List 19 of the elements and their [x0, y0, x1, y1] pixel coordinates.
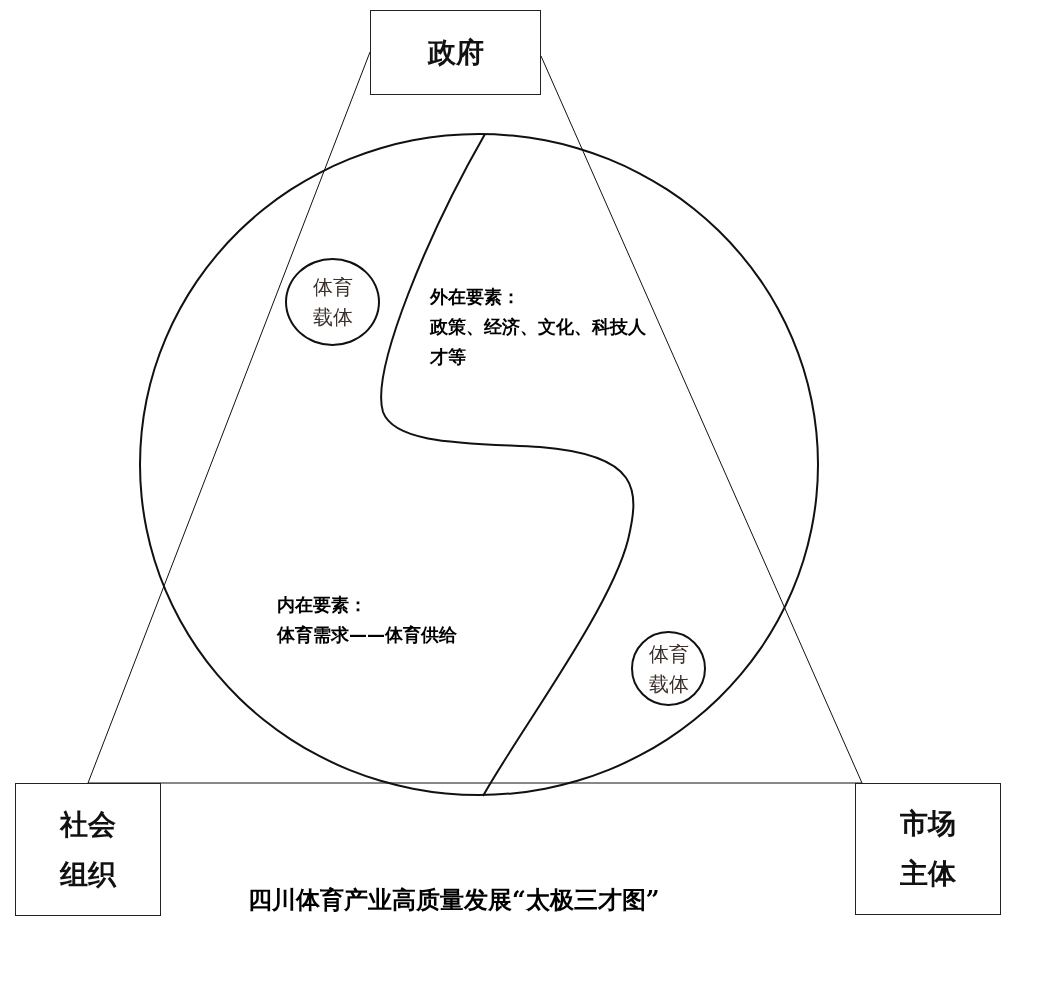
- taiji-circle: [139, 133, 819, 796]
- element-heading: 内在要素：: [277, 593, 368, 617]
- entity-label: 社会组织: [58, 806, 118, 893]
- connector-line: [540, 55, 863, 784]
- connector-line: [87, 51, 371, 784]
- entity-box: [370, 10, 541, 95]
- carrier-circle: [631, 631, 706, 706]
- carrier-circle: [285, 258, 380, 346]
- entity-box: [15, 783, 161, 916]
- carrier-label: 体育载体: [311, 274, 354, 331]
- entity-label: 市场主体: [899, 806, 957, 892]
- connector-line: [87, 782, 863, 784]
- entity-box: [855, 783, 1001, 915]
- element-text: 政策、经济、文化、科技人才等: [430, 315, 647, 369]
- element-heading: 外在要素：: [430, 285, 521, 309]
- carrier-label: 体育载体: [647, 640, 690, 698]
- element-text: 体育需求——体育供给: [277, 623, 458, 647]
- entity-label: 政府: [426, 34, 485, 71]
- diagram-caption: 四川体育产业高质量发展“太极三才图”: [248, 884, 660, 916]
